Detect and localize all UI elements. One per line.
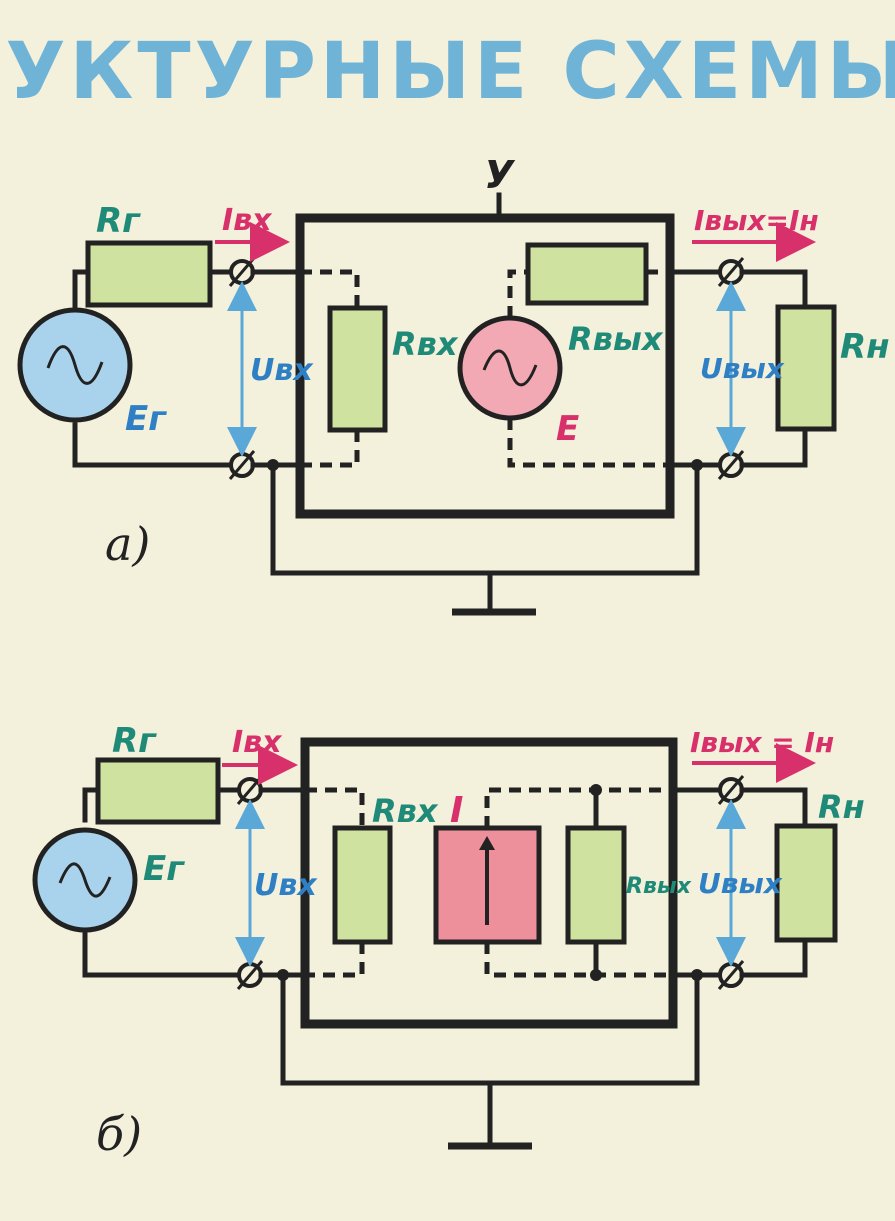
tag-b: б) [96, 1107, 142, 1161]
label-eg-b: Ег [143, 849, 185, 889]
label-uin-a: Uвх [250, 353, 314, 388]
label-iin-a: Iвх [222, 203, 273, 238]
resistor-rout-a [525, 242, 649, 306]
resistor-rin-b [332, 825, 393, 945]
poster-title: СТРУКТУРНЫЕ СХЕМЫ ЭУ [0, 27, 895, 117]
resistor-rout-b [565, 825, 627, 945]
tag-a: а) [105, 517, 150, 571]
label-iin-b: Iвх [232, 725, 283, 760]
label-rg-b: Rг [112, 721, 157, 761]
label-rload-a: Rн [840, 327, 890, 367]
wire-isrc-bottom-b [484, 942, 673, 978]
amplifier-frame-a [295, 213, 675, 519]
wire-load-top-b [739, 787, 808, 829]
diagram-a: У [17, 153, 890, 616]
wire-gen-top-b [82, 787, 101, 823]
wire-rin-top-a [300, 269, 360, 308]
ground-bus-b [280, 972, 700, 1086]
label-rin-a: Rвх [392, 325, 459, 363]
ground-bus-a [270, 462, 700, 576]
wire-src-bottom-a [507, 418, 670, 468]
label-rg-a: Rг [96, 201, 141, 241]
wire-load-bottom-a [739, 426, 808, 468]
wire-rin-bottom-b [305, 942, 365, 978]
label-rin-b: Rвх [372, 792, 439, 830]
wire-src-top-a [507, 269, 528, 318]
wire-rin-bottom-a [300, 430, 360, 468]
wire-gen-bottom-b [82, 927, 243, 978]
resistor-rload-b [774, 823, 838, 943]
resistor-rg-b [95, 757, 221, 825]
amplifier-frame-b [300, 737, 678, 1029]
wire-load-top-a [739, 269, 808, 310]
label-rout-a: Rвых [568, 320, 664, 358]
label-rload-b: Rн [818, 788, 865, 826]
label-iout-a: Iвых=Iн [694, 204, 819, 237]
junction-dot-b3 [590, 969, 602, 981]
ac-symbol-icon [46, 345, 104, 385]
arrow-head-icon [479, 836, 495, 850]
label-iout-b: Iвых = Iн [690, 726, 834, 759]
ac-symbol-icon [482, 349, 538, 387]
resistor-rload-a [775, 304, 837, 432]
wire-load-bottom-b [739, 937, 808, 978]
label-eg-a: Ег [125, 399, 167, 439]
resistor-rg-a [85, 240, 213, 308]
label-uout-a: Uвых [700, 352, 785, 385]
label-uout-b: Uвых [698, 867, 783, 900]
label-isrc-b: I [450, 790, 463, 831]
label-e-a: E [556, 409, 579, 449]
amplifier-label-a: У [484, 153, 515, 197]
diagram-b: Rг Ег Iвх Uвх Rвх I Rвых Iвых = Iн Uвых … [32, 721, 865, 1161]
resistor-rin-a [327, 305, 388, 433]
label-uin-b: Uвх [254, 868, 318, 903]
wire-gen-bottom-a [72, 422, 235, 468]
ac-symbol-icon [58, 862, 112, 898]
label-rout-b: Rвых [626, 874, 692, 899]
wire-rin-top-b [305, 787, 365, 828]
junction-dot-b2 [590, 784, 602, 796]
wire-isrc-top-b [484, 787, 673, 828]
